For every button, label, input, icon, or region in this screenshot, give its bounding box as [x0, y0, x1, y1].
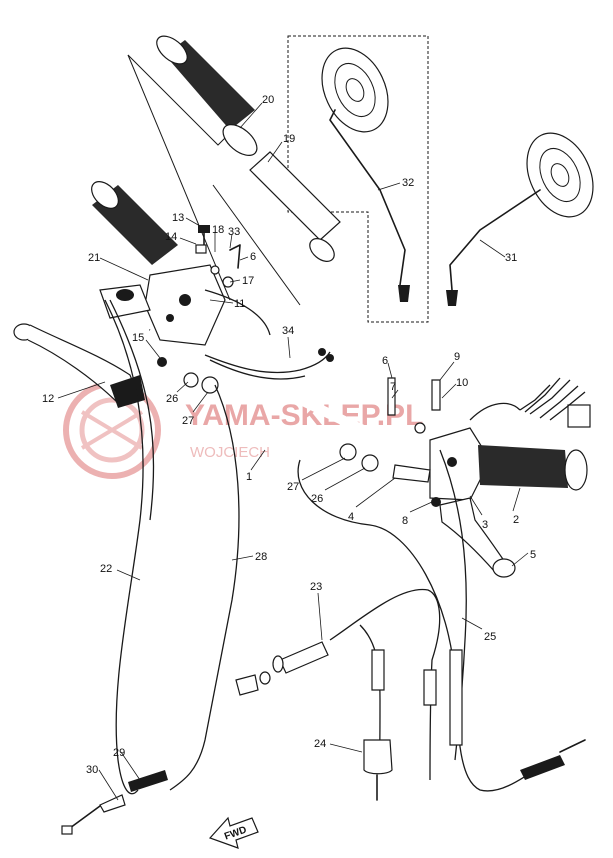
callout-27b: 27: [287, 481, 299, 493]
callout-24: 24: [314, 738, 326, 750]
callout-15: 15: [132, 332, 144, 344]
callout-31: 31: [505, 252, 517, 264]
callout-18: 18: [212, 224, 224, 236]
lever-bracket: [99, 284, 151, 319]
watermark-sub-text: WOJCIECH: [190, 444, 270, 461]
callout-21: 21: [88, 252, 100, 264]
callout-1: 1: [246, 471, 252, 483]
callout-10: 10: [456, 377, 468, 389]
mirror-left: [321, 47, 410, 302]
callout-34: 34: [282, 325, 294, 337]
cable-adjuster: [363, 649, 463, 801]
callout-32: 32: [402, 177, 414, 189]
callout-33: 33: [228, 226, 240, 238]
throttle-cable-housing: [272, 641, 329, 674]
small-hardware: [157, 225, 441, 507]
leader-lines: [57, 102, 529, 801]
callout-6b: 6: [382, 355, 388, 367]
wire-connector: [519, 377, 591, 428]
callout-20: 20: [262, 94, 274, 106]
callout-30: 30: [86, 764, 98, 776]
callout-14: 14: [165, 231, 177, 243]
callout-9: 9: [454, 351, 460, 363]
callout-27a: 27: [182, 415, 194, 427]
right-switch-housing: [429, 402, 521, 501]
callout-23: 23: [310, 581, 322, 593]
clutch-lever: [13, 323, 145, 408]
callout-19: 19: [283, 133, 295, 145]
callout-26a: 26: [166, 393, 178, 405]
callout-8: 8: [402, 515, 408, 527]
callout-6a: 6: [250, 251, 256, 263]
callout-12: 12: [42, 393, 54, 405]
right-grip: [478, 445, 588, 491]
callout-7: 7: [390, 381, 396, 393]
callout-2: 2: [513, 514, 519, 526]
callouts: 20 19 32 31 13 18 33 14 6 21 17 11 34 15…: [42, 94, 536, 776]
forward-arrow: FWD: [208, 816, 259, 849]
cable-ends: [61, 671, 586, 835]
callout-13: 13: [172, 212, 184, 224]
callout-4: 4: [348, 511, 354, 523]
callout-25: 25: [484, 631, 496, 643]
callout-28: 28: [255, 551, 267, 563]
callout-29: 29: [113, 747, 125, 759]
exploded-grip-assembly: [127, 35, 341, 306]
callout-11: 11: [234, 298, 245, 310]
brake-lever: [439, 497, 516, 578]
switch-wires: [204, 348, 334, 380]
callout-5: 5: [530, 549, 536, 561]
callout-22: 22: [100, 563, 112, 575]
callout-17: 17: [242, 275, 254, 287]
callout-3: 3: [482, 519, 488, 531]
left-grip: [91, 181, 178, 265]
mirror-group-box: [287, 35, 429, 323]
mirror-right: [446, 132, 594, 306]
callout-26b: 26: [311, 493, 323, 505]
